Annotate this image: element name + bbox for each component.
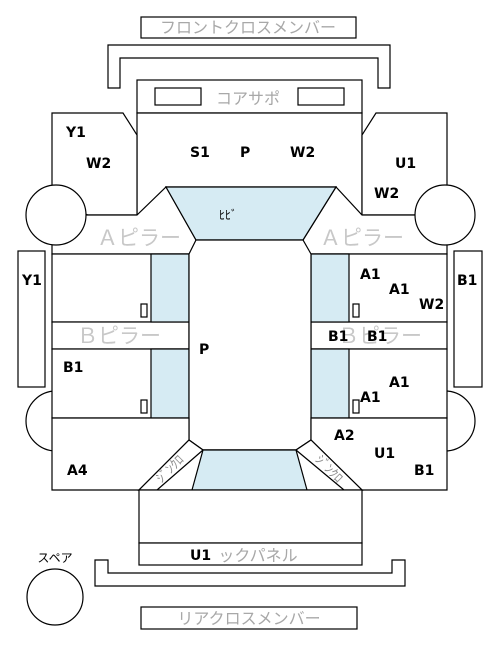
code-rear-right-a2: A2: [334, 428, 355, 444]
rear-window: [191, 449, 308, 491]
rear-cross-member-box: [140, 606, 358, 630]
back-panel-label: ックパネル: [218, 546, 297, 565]
code-right-front-a1-lower: A1: [389, 282, 410, 298]
spare-label: スペア: [37, 551, 72, 565]
right-side-sill: [453, 250, 483, 388]
core-support-label: コアサポ: [216, 89, 280, 108]
left-front-window: [150, 253, 190, 323]
front-left-tire: [25, 184, 87, 246]
code-rear-right-u1: U1: [374, 446, 395, 462]
left-rear-window: [150, 348, 190, 419]
rear-cross-member-label: リアクロスメンバー: [177, 609, 320, 628]
code-b-pillar-right-b1-a: B1: [328, 329, 348, 345]
right-a-pillar-label: Ａピラー: [320, 226, 404, 250]
rear-cross-member-bracket: [94, 559, 406, 587]
windshield-text: ﾋﾋﾞ: [219, 208, 237, 222]
right-b-pillar-label: Ｂピラー: [338, 324, 422, 348]
core-support-left-slot: [154, 87, 202, 106]
code-front-w2: W2: [290, 145, 315, 161]
left-front-door-handle: [140, 303, 148, 318]
left-b-pillar-region: [51, 321, 190, 350]
right-rear-window: [310, 348, 350, 419]
right-rear-door-handle: [352, 399, 360, 414]
right-b-pillar-region: [310, 321, 448, 350]
code-right-rear-a1-lower: A1: [360, 390, 381, 406]
right-rear-quarter: [310, 417, 448, 491]
trunk-lid: [138, 489, 363, 544]
code-rear-right-b1: B1: [414, 463, 434, 479]
left-side-sill: [17, 250, 46, 388]
code-front-right-w2: W2: [374, 186, 399, 202]
front-right-tire: [414, 184, 476, 246]
back-panel: [138, 542, 363, 566]
left-rear-door-handle: [140, 399, 148, 414]
right-front-door-handle: [352, 303, 360, 318]
right-front-window: [310, 253, 350, 323]
code-front-left-w2: W2: [86, 156, 111, 172]
front-cross-member-box: [140, 16, 357, 39]
code-left-rear-b1: B1: [63, 360, 83, 376]
code-center-p: P: [199, 342, 209, 358]
left-a-pillar-label: Ａピラー: [97, 226, 181, 250]
spare-tire: [26, 568, 84, 626]
code-right-sill-b1: B1: [457, 273, 477, 289]
code-front-p: P: [240, 145, 250, 161]
code-right-front-w2: W2: [419, 297, 444, 313]
front-cross-member-bracket: [107, 44, 391, 89]
code-front-left-y1: Y1: [65, 125, 86, 141]
code-front-right-u1: U1: [395, 156, 416, 172]
left-b-pillar-label: Ｂピラー: [77, 324, 161, 348]
code-right-front-a1-upper: A1: [360, 267, 381, 283]
code-right-rear-a1-upper: A1: [389, 375, 410, 391]
code-b-pillar-right-b1-b: B1: [367, 329, 387, 345]
core-support-right-slot: [297, 87, 345, 106]
code-left-sill-y1: Y1: [21, 273, 42, 289]
code-rear-u1: U1: [190, 548, 211, 564]
front-cross-member-label: フロントクロスメンバー: [160, 18, 336, 37]
code-rear-left-a4: A4: [67, 463, 88, 479]
code-front-s1: S1: [190, 145, 210, 161]
